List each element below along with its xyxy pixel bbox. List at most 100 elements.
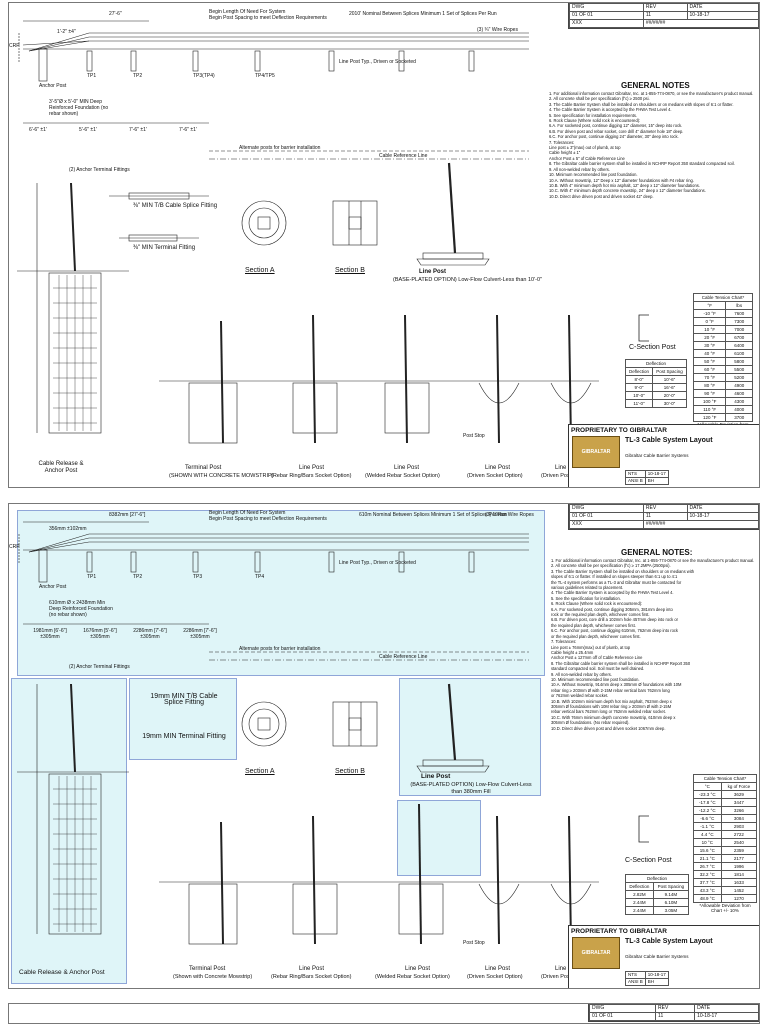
splice-fitting-label: 19mm MIN T/B Cable Splice Fitting — [150, 693, 218, 706]
overall-length-dim: 8382mm [27'-6"] — [109, 512, 146, 518]
drawing-subtitle: Gibraltar Cable Barrier Systems — [625, 954, 689, 959]
post-label: TP2 — [133, 73, 143, 79]
table-cell: 5500 — [725, 365, 753, 374]
table-header: °C — [693, 782, 722, 791]
section-a-title: Section A — [245, 768, 275, 775]
table-title: Cable Tension Chart* — [693, 293, 753, 302]
table-row: 11'-0"30'-0" — [625, 399, 688, 408]
table-cell: 2.44M — [625, 906, 654, 915]
note-line: 10.B. With 102mm minimum depth hot mix a… — [551, 698, 672, 704]
note-line: 10.D. Direct drive driven post and drive… — [551, 725, 666, 731]
note-line: 6.B. For driven post, core drill a 102mm… — [551, 617, 678, 623]
post-spacing-dim: 2286mm [7'-6"] ±305mm — [133, 628, 167, 640]
note-line: 8. The Gibraltar cable barrier system sh… — [549, 161, 735, 167]
table-cell: 6700 — [725, 333, 753, 342]
rev-header: REV — [642, 3, 688, 12]
note-line: 8. The Gibraltar cable barrier system sh… — [551, 660, 691, 666]
table-cell: 10'-0" — [625, 391, 653, 400]
table-cell: 20'-0" — [651, 391, 688, 400]
table-cell: 1814 — [720, 870, 758, 879]
scale-value: NTS — [625, 470, 646, 478]
table-cell: -10 °F — [692, 309, 727, 318]
line-post-title: Line Post — [485, 465, 511, 471]
table-title: Cable Tension Chart* — [693, 774, 757, 783]
rev-number: 11 — [642, 512, 688, 521]
rev-by: XXX — [569, 520, 644, 529]
post-label: TP1 — [87, 574, 97, 580]
table-footnote: *Allowable Deviation from Chart +/- 10% — [699, 903, 751, 913]
table-cell: 26.7 °C — [693, 862, 722, 871]
drawing-sheet-imperial: 27'-6" Begin Length Of Need For System B… — [8, 2, 760, 488]
table-row: 9'-0"16'-6" — [625, 383, 688, 392]
table-header: Post Spacing — [652, 882, 690, 891]
date-value: 10-18-17 — [644, 971, 669, 979]
note-line: 1. For additional information contact Gi… — [551, 558, 755, 563]
line-post-title: Line Post — [299, 465, 325, 471]
dwg-number: 01 OF 01 — [569, 512, 644, 521]
post-label: TP4 — [255, 574, 265, 580]
table-cell: 1633 — [720, 878, 758, 887]
note-line: rebar vertical bars 762mm long or 762mm … — [551, 709, 666, 715]
cable-reference-line-label: Cable Reference Line — [379, 153, 428, 159]
overall-length-dim: 27'-6" — [109, 11, 122, 17]
drawing-subtitle: Gibraltar Cable Barrier Systems — [625, 453, 689, 458]
terminal-post-title: Terminal Post — [185, 465, 222, 471]
table-row: 10'-0"20'-0" — [625, 391, 688, 400]
rev-header: DWG — [569, 504, 644, 513]
dwg-number: 01 OF 01 — [569, 11, 644, 20]
table-cell: 4.4 °C — [693, 830, 722, 839]
highlight-plan-view — [17, 510, 545, 676]
table-cell: 9'-0" — [625, 383, 653, 392]
line-post-subtitle: (Rebar Ring/Bars Socket Option) — [271, 974, 352, 980]
splice-spacing-note: 2010' Nominal Between Splices Minimum 1 … — [349, 11, 497, 17]
rope-offset-dim: 356mm ±102mm — [49, 526, 87, 532]
post-spacing-dim: 7'-6" ±1' — [129, 127, 147, 133]
table-cell: 3629 — [720, 790, 758, 799]
rev-date: 10-18-17 — [686, 512, 759, 521]
line-post-title: Line Post — [485, 966, 511, 972]
table-cell: 2722 — [720, 830, 758, 839]
post-spacing-dim: 5'-6" ±1' — [79, 127, 97, 133]
crp-label: CRP — [9, 43, 20, 49]
table-row: 8'-0"10'-6" — [625, 375, 688, 384]
post-spacing-dim: 1676mm [5'-6"] ±305mm — [83, 628, 117, 640]
table-cell: 5200 — [725, 373, 753, 382]
anchor-foundation-note: 610mm Ø x 2438mm Min Deep Reinforced Fou… — [49, 600, 113, 618]
table-cell: 90 °F — [692, 389, 727, 398]
table-cell: 10 °C — [693, 838, 722, 847]
post-label: Anchor Post — [39, 83, 67, 89]
rev-placeholder: ##/##/## — [642, 19, 759, 28]
table-cell: 2177 — [720, 854, 758, 863]
line-post-title: Line Post — [405, 966, 431, 972]
terminal-post-subtitle: (Shown with Concrete Mowstrip) — [173, 974, 253, 980]
note-line: 4. The Cable Barrier System is accepted … — [551, 590, 674, 596]
note-line: the TL-4 system performs as a TL-3 and G… — [551, 579, 682, 585]
sheet1-linework — [17, 20, 649, 444]
note-line: 10. Minimum recommended line post founda… — [549, 172, 638, 178]
proprietary-label: PROPRIETARY TO GIBRALTAR — [571, 427, 667, 434]
drawing-title: TL-3 Cable System Layout — [625, 437, 713, 444]
rev-number: 11 — [655, 1012, 696, 1021]
table-cell: 3084 — [720, 814, 758, 823]
cable-reference-line-label: Cable Reference Line — [379, 654, 428, 660]
note-line: Anchor Post ± 5" of Cable Reference Line — [549, 155, 625, 161]
note-line: 5. See specification for installation re… — [549, 112, 638, 118]
post-label: TP4/TP5 — [255, 73, 275, 79]
table-cell: 80 °F — [692, 381, 727, 390]
base-plated-line-post-subtitle: (BASE-PLATED OPTION) Low-Flow Culvert-Le… — [393, 277, 542, 283]
table-cell: 4000 — [725, 405, 753, 414]
table-cell: 30 °F — [692, 341, 727, 350]
line-post-title: Line Post — [555, 465, 580, 471]
crp-label: CRP — [9, 544, 20, 550]
note-line: 3. The Cable Barrier System shall be ins… — [551, 568, 695, 574]
